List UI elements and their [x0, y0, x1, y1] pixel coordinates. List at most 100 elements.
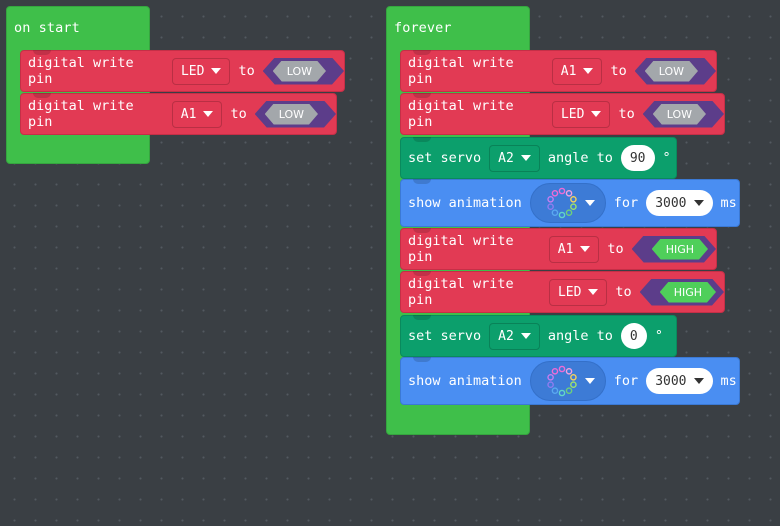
triangle-down-icon — [203, 111, 214, 117]
digital-write-block[interactable]: digital write pin LED to LOW — [20, 50, 345, 92]
animation-dropdown[interactable] — [529, 361, 606, 401]
animation-dot — [551, 189, 559, 197]
show-animation-block[interactable]: show animation for 3000 ms — [400, 357, 740, 405]
set-servo-block[interactable]: set servo A2 angle to 90 ° — [400, 137, 677, 179]
servo-pin-dropdown[interactable]: A2 — [489, 322, 540, 350]
animation-dot — [558, 187, 566, 195]
pin-value: A2 — [498, 150, 514, 166]
ms-unit: ms — [720, 195, 737, 211]
animation-dot — [569, 373, 577, 381]
value-chip[interactable]: LOW — [635, 58, 716, 85]
value-low: LOW — [265, 104, 318, 125]
pin-value: A2 — [498, 328, 514, 344]
animation-dot — [565, 189, 573, 197]
value-high: HIGH — [660, 282, 716, 303]
triangle-down-icon — [693, 378, 704, 384]
digital-write-block[interactable]: digital write pin A1 to HIGH — [400, 228, 717, 270]
triangle-down-icon — [584, 200, 595, 206]
to-label: to — [618, 106, 635, 122]
animation-dot — [569, 203, 577, 211]
triangle-down-icon — [588, 289, 599, 295]
animation-dot — [558, 365, 566, 373]
block-text: show animation — [408, 373, 522, 389]
pin-value: A1 — [557, 241, 574, 257]
digital-write-block[interactable]: digital write pin A1 to LOW — [20, 93, 337, 135]
pin-value: LED — [557, 284, 582, 300]
digital-write-block[interactable]: digital write pin LED to HIGH — [400, 271, 725, 313]
pin-value: LED — [560, 106, 585, 122]
comet-animation-icon — [547, 187, 577, 219]
animation-dot — [558, 211, 566, 219]
on-start-label: on start — [14, 20, 80, 36]
block-text: digital write pin — [408, 276, 514, 308]
block-text: show animation — [408, 195, 522, 211]
value-chip[interactable]: LOW — [643, 101, 724, 128]
triangle-down-icon — [580, 246, 591, 252]
to-label: to — [238, 63, 255, 79]
block-text: digital write pin — [408, 233, 514, 265]
pin-dropdown[interactable]: LED — [171, 57, 231, 85]
pin-dropdown[interactable]: A1 — [551, 57, 603, 85]
pin-dropdown[interactable]: LED — [551, 100, 611, 128]
digital-write-block[interactable]: digital write pin A1 to LOW — [400, 50, 717, 92]
pin-dropdown[interactable]: A1 — [548, 235, 600, 263]
triangle-down-icon — [520, 333, 531, 339]
pin-dropdown[interactable]: A1 — [171, 100, 223, 128]
animation-dot — [551, 367, 559, 375]
duration-value: 3000 — [655, 195, 687, 211]
value-chip[interactable]: LOW — [255, 101, 336, 128]
pin-value: A1 — [180, 106, 197, 122]
value-low: LOW — [273, 61, 326, 82]
duration-value: 3000 — [655, 373, 687, 389]
to-label: to — [607, 241, 624, 257]
value-low: LOW — [645, 61, 698, 82]
triangle-down-icon — [520, 155, 531, 161]
pin-dropdown[interactable]: LED — [548, 278, 608, 306]
angle-label: angle to — [547, 328, 613, 344]
value-high: HIGH — [652, 239, 708, 260]
digital-write-block[interactable]: digital write pin LED to LOW — [400, 93, 725, 135]
servo-pin-dropdown[interactable]: A2 — [489, 144, 540, 172]
animation-dot — [569, 381, 577, 389]
animation-dot — [565, 367, 573, 375]
triangle-down-icon — [693, 200, 704, 206]
duration-dropdown[interactable]: 3000 — [646, 368, 713, 394]
angle-label: angle to — [547, 150, 613, 166]
degree-unit: ° — [654, 328, 663, 344]
to-label: to — [610, 63, 627, 79]
triangle-down-icon — [583, 68, 594, 74]
value-chip[interactable]: HIGH — [640, 279, 724, 306]
ms-unit: ms — [720, 373, 737, 389]
angle-input[interactable]: 90 — [620, 145, 655, 171]
animation-dot — [547, 195, 554, 203]
block-text: set servo — [408, 150, 482, 166]
triangle-down-icon — [584, 378, 595, 384]
duration-dropdown[interactable]: 3000 — [646, 190, 713, 216]
for-label: for — [613, 373, 639, 389]
block-text: digital write pin — [28, 55, 134, 87]
value-chip[interactable]: HIGH — [632, 236, 716, 263]
to-label: to — [230, 106, 247, 122]
degree-unit: ° — [662, 150, 671, 166]
comet-animation-icon — [547, 365, 577, 397]
animation-dot — [569, 195, 577, 203]
value-chip[interactable]: LOW — [263, 58, 344, 85]
value-low: LOW — [653, 104, 706, 125]
block-text: set servo — [408, 328, 482, 344]
animation-dropdown[interactable] — [529, 183, 606, 223]
triangle-down-icon — [211, 68, 222, 74]
angle-input[interactable]: 0 — [620, 323, 647, 349]
animation-dot — [551, 387, 559, 395]
block-text: digital write pin — [408, 55, 514, 87]
animation-dot — [547, 373, 554, 381]
pin-value: LED — [180, 63, 205, 79]
animation-dot — [547, 203, 554, 211]
animation-dot — [565, 209, 573, 217]
triangle-down-icon — [591, 111, 602, 117]
set-servo-block[interactable]: set servo A2 angle to 0 ° — [400, 315, 677, 357]
block-text: digital write pin — [408, 98, 514, 130]
show-animation-block[interactable]: show animation for 3000 ms — [400, 179, 740, 227]
forever-label: forever — [394, 20, 452, 36]
animation-dot — [565, 387, 573, 395]
animation-dot — [558, 389, 566, 397]
